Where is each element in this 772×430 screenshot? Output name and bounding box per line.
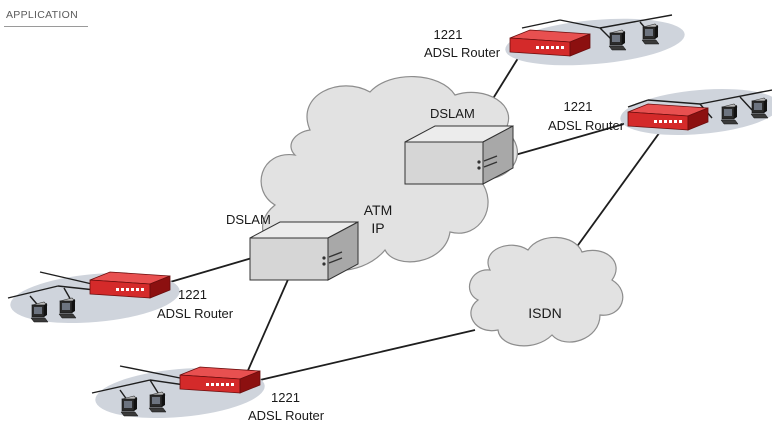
isdn-cloud-label: ISDN (528, 305, 561, 321)
router-bottom-name: ADSL Router (248, 408, 325, 423)
router-left-name: ADSL Router (157, 306, 234, 321)
link-dslam1-router-left (159, 257, 253, 286)
section-label: APPLICATION (6, 9, 78, 21)
pc-icon (608, 29, 627, 51)
dslam-device-2 (404, 125, 514, 185)
pc-icon (58, 297, 77, 319)
link-isdn-router-bottom (259, 329, 476, 381)
router-top (509, 29, 591, 57)
pc-icon (720, 103, 739, 125)
atm-cloud-label-line2: IP (371, 220, 384, 236)
router-right (627, 103, 709, 131)
pc-icon (641, 23, 660, 45)
link-dslam1-router-bottom (245, 274, 291, 376)
router-bottom-model: 1221 (271, 390, 300, 405)
pc-icon (750, 97, 769, 119)
router-bottom (179, 366, 261, 394)
link-dslam2-router-right (514, 123, 625, 156)
router-left (89, 271, 171, 299)
router-right-name: ADSL Router (548, 118, 625, 133)
dslam-device-1 (249, 221, 359, 281)
atm-cloud-label-line1: ATM (364, 202, 393, 218)
pc-icon (148, 391, 167, 413)
router-right-model: 1221 (564, 99, 593, 114)
router-left-model: 1221 (178, 287, 207, 302)
dslam-1-label: DSLAM (226, 212, 271, 227)
isdn-cloud (468, 236, 624, 347)
pc-icon (30, 301, 49, 323)
section-label-underline (4, 26, 88, 27)
lan-cables (7, 14, 772, 405)
pc-icon (120, 395, 139, 417)
dslam-2-label: DSLAM (430, 106, 475, 121)
router-top-model: 1221 (434, 27, 463, 42)
router-top-name: ADSL Router (424, 45, 501, 60)
